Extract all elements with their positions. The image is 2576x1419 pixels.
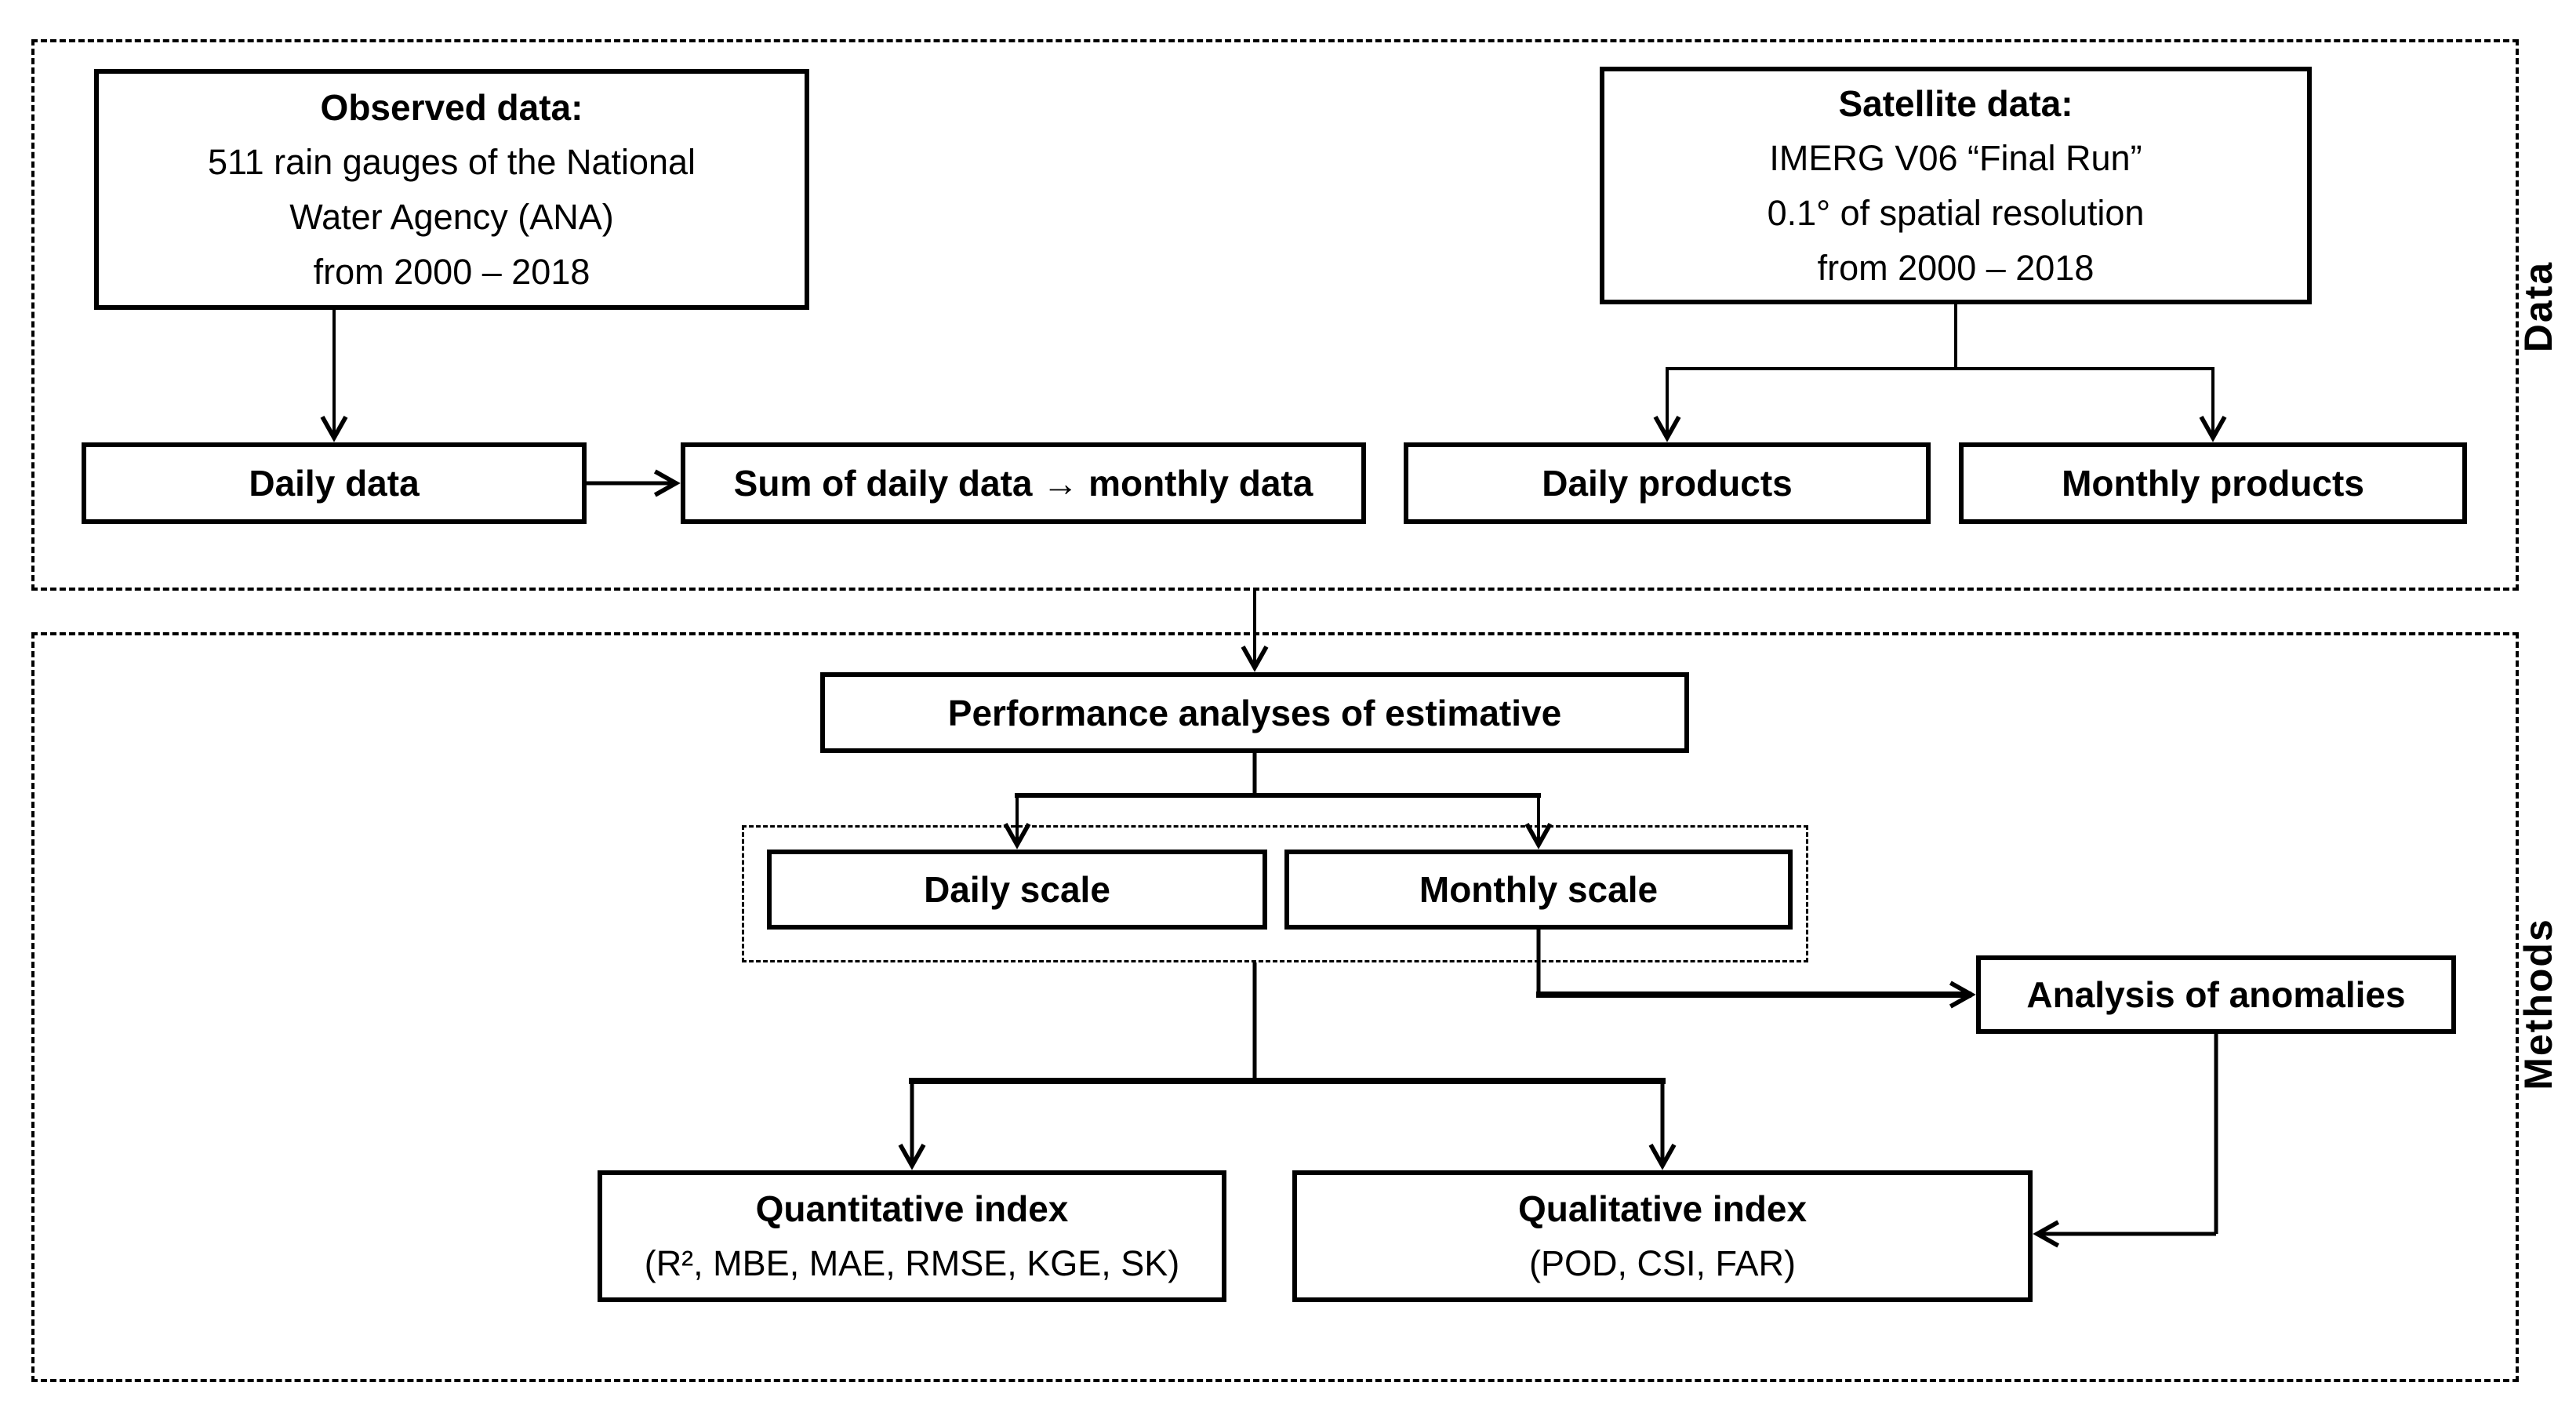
sum-daily-box: Sum of daily data → monthly data [681, 442, 1366, 524]
anomalies-label: Analysis of anomalies [2026, 974, 2406, 1015]
satellite-data-box: Satellite data: IMERG V06 “Final Run” 0.… [1600, 67, 2312, 304]
monthly-scale-label: Monthly scale [1419, 869, 1659, 910]
daily-products-label: Daily products [1542, 463, 1793, 504]
daily-scale-box: Daily scale [767, 850, 1267, 930]
daily-scale-label: Daily scale [924, 869, 1110, 910]
satellite-data-line-3: from 2000 – 2018 [1817, 247, 2095, 288]
quantitative-index-box: Quantitative index (R², MBE, MAE, RMSE, … [598, 1170, 1226, 1302]
sum-daily-label: Sum of daily data → monthly data [733, 463, 1313, 504]
qualitative-index-box: Qualitative index (POD, CSI, FAR) [1292, 1170, 2033, 1302]
daily-products-box: Daily products [1404, 442, 1931, 524]
anomalies-box: Analysis of anomalies [1976, 955, 2456, 1034]
scales-group-frame [742, 825, 1808, 962]
methods-section-label: Methods [2516, 918, 2560, 1090]
quantitative-index-title: Quantitative index [755, 1188, 1069, 1229]
daily-data-box: Daily data [82, 442, 587, 524]
qualitative-index-metrics: (POD, CSI, FAR) [1528, 1243, 1797, 1283]
observed-data-line-2: Water Agency (ANA) [289, 196, 614, 237]
methods-section-frame [31, 632, 2519, 1382]
satellite-data-line-1: IMERG V06 “Final Run” [1769, 137, 2142, 178]
monthly-products-label: Monthly products [2062, 463, 2364, 504]
observed-data-title: Observed data: [320, 86, 583, 128]
data-section-label: Data [2516, 260, 2560, 353]
observed-data-box: Observed data: 511 rain gauges of the Na… [94, 69, 809, 310]
satellite-data-line-2: 0.1° of spatial resolution [1767, 192, 2145, 233]
monthly-products-box: Monthly products [1959, 442, 2467, 524]
observed-data-line-1: 511 rain gauges of the National [207, 141, 696, 182]
quantitative-index-metrics: (R², MBE, MAE, RMSE, KGE, SK) [644, 1243, 1180, 1283]
monthly-scale-box: Monthly scale [1284, 850, 1793, 930]
performance-box: Performance analyses of estimative [820, 672, 1689, 753]
performance-label: Performance analyses of estimative [947, 692, 1562, 733]
data-section-frame [31, 39, 2519, 591]
daily-data-label: Daily data [249, 463, 420, 504]
satellite-data-title: Satellite data: [1838, 82, 2073, 124]
observed-data-line-3: from 2000 – 2018 [313, 251, 590, 292]
qualitative-index-title: Qualitative index [1517, 1188, 1808, 1229]
